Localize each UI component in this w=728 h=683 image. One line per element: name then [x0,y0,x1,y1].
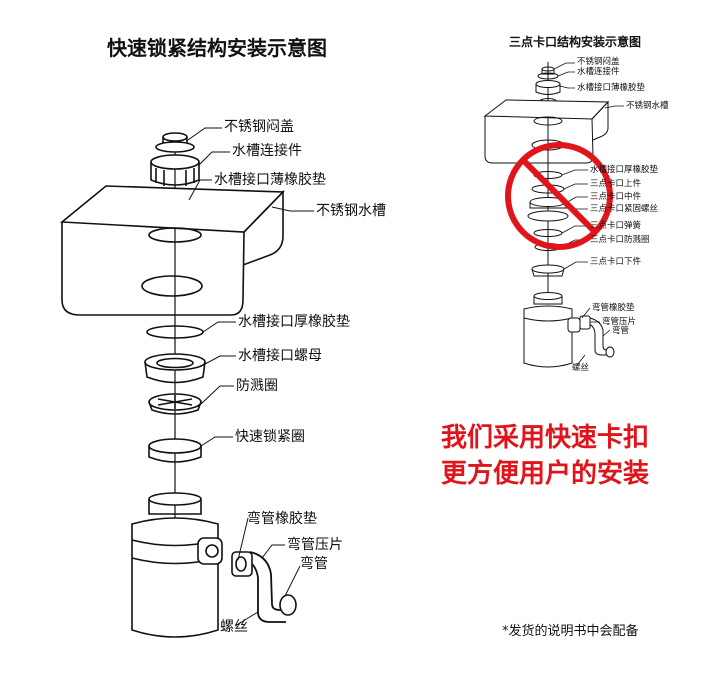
small-label-elbow-pipe: 弯管 [612,326,630,336]
label-splash-guard: 防溅圈 [236,378,278,394]
small-label-upper-piece: 三点卡口上件 [590,179,642,189]
small-label-lower-piece: 三点卡口下件 [590,257,642,267]
label-flange-cap: 不锈钢闷盖 [224,119,294,135]
splash-guard-part [148,393,202,415]
disposer-unit [131,492,297,638]
promo-text: 我们采用快速卡扣 更方便用户的安装 [441,420,649,492]
label-thick-gasket: 水槽接口厚橡胶垫 [238,314,350,330]
label-elbow-clamp: 弯管压片 [287,537,343,553]
small-label-elbow-clamp: 弯管压片 [602,317,637,327]
small-label-thick-gasket: 水槽接口厚橡胶垫 [590,165,659,175]
no-symbol-icon [505,142,613,250]
small-label-fixing-screw: 三点卡口紧固螺丝 [590,204,659,214]
label-sink-connector: 水槽连接件 [232,143,302,159]
nut-part [144,353,206,384]
label-thin-gasket: 水槽接口薄橡胶垫 [214,172,326,188]
label-elbow-pipe: 弯管 [300,556,328,572]
promo-line-2: 更方便用户的安装 [441,459,650,489]
label-elbow-gasket: 弯管橡胶垫 [247,511,317,527]
small-label-splash-ring: 三点卡口防溅圈 [590,235,650,245]
small-label-screw: 螺丝 [572,363,590,373]
label-nut: 水槽接口螺母 [238,348,322,364]
label-sink: 不锈钢水槽 [316,203,386,219]
sink-connector-part [150,154,200,186]
main-leader-lines [187,127,314,627]
promo-line-1: 我们采用快速卡扣 [441,423,650,453]
sink-part [59,185,285,316]
small-label-sink: 不锈钢水槽 [626,101,669,111]
small-label-sink-connector: 水槽连接件 [577,67,620,77]
small-label-middle-piece: 三点卡口中件 [590,192,642,202]
label-quick-lock-ring: 快速锁紧圈 [235,429,305,445]
small-label-flange-cap: 不锈钢闷盖 [577,57,620,67]
flange-cap-part [155,132,195,153]
small-label-thin-gasket: 水槽接口薄橡胶垫 [577,83,646,93]
main-diagram-title: 快速锁紧结构安装示意图 [107,36,327,60]
label-screw: 螺丝 [220,619,248,635]
small-parts-stack [483,66,615,368]
comparison-diagram-title: 三点卡口结构安装示意图 [509,35,642,49]
small-label-elbow-gasket: 弯管橡胶垫 [592,303,635,313]
footnote: *发货的说明书中会配备 [502,624,639,639]
small-label-spring: 三点卡口弹簧 [590,221,642,231]
